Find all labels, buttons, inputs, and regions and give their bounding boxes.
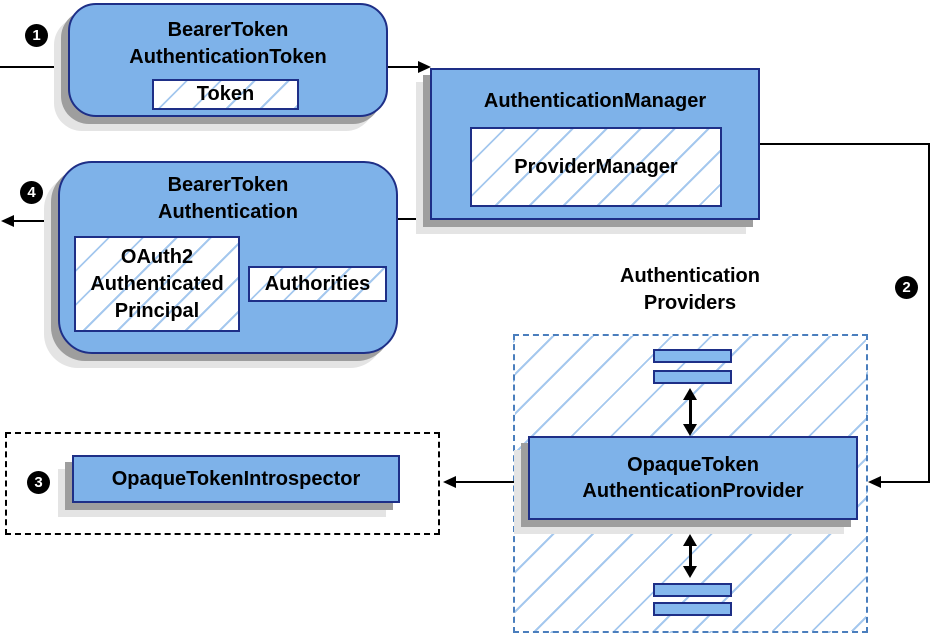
authentication-out-line	[13, 220, 58, 222]
authentication-manager-node: AuthenticationManager ProviderManager	[430, 68, 760, 220]
authorities-chip: Authorities	[248, 266, 387, 302]
authorities-chip-label: Authorities	[264, 272, 371, 295]
step-3-number: 3	[34, 474, 43, 491]
step-1-badge: 1	[25, 24, 48, 47]
provider-list-bar-icon	[653, 370, 732, 384]
opaque-token-authentication-provider-node: OpaqueToken AuthenticationProvider	[528, 436, 858, 520]
step-4-number: 4	[27, 184, 36, 201]
step-2-number: 2	[902, 279, 911, 296]
manager-to-providers-arrowhead-icon	[868, 476, 881, 488]
bearer-token-authentication-token-node: BearerToken AuthenticationToken Token	[68, 3, 388, 117]
bearer-token-authentication-title: BearerToken Authentication	[60, 172, 396, 226]
authentication-manager-title: AuthenticationManager	[483, 90, 707, 112]
provider-manager-chip-label: ProviderManager	[514, 155, 678, 178]
chip-line: Authenticated	[90, 272, 224, 295]
authentication-out-arrowhead-icon	[1, 215, 14, 227]
provider-list-top-arrow-shaft	[689, 399, 692, 425]
provider-list-bar-icon	[653, 349, 732, 363]
manager-to-providers-line-top	[760, 143, 930, 145]
token-to-manager-line	[388, 66, 420, 68]
step-3-badge: 3	[27, 471, 50, 494]
title-line: AuthenticationToken	[129, 46, 327, 68]
provider-list-top-arrow-down-icon	[683, 424, 697, 436]
provider-manager-chip: ProviderManager	[470, 127, 722, 207]
title-line: OpaqueToken	[627, 454, 759, 476]
manager-to-authentication-line	[398, 218, 432, 220]
provider-list-bar-icon	[653, 583, 732, 597]
heading-line: Authentication	[620, 265, 760, 287]
provider-to-introspector-arrowhead-icon	[443, 476, 456, 488]
provider-list-bottom-arrow-shaft	[689, 545, 692, 567]
provider-list-bar-icon	[653, 602, 732, 616]
authentication-providers-heading: Authentication Providers	[555, 263, 825, 317]
opaque-token-introspector-node: OpaqueTokenIntrospector	[72, 455, 400, 503]
bearer-token-authentication-node: BearerToken Authentication OAuth2 Authen…	[58, 161, 398, 354]
oauth2-authenticated-principal-chip: OAuth2 Authenticated Principal	[74, 236, 240, 332]
title-line: BearerToken	[167, 19, 289, 41]
title-line: AuthenticationProvider	[582, 480, 804, 502]
chip-line: OAuth2	[120, 245, 194, 268]
token-chip: Token	[152, 79, 299, 110]
step-2-badge: 2	[895, 276, 918, 299]
chip-line: Principal	[114, 299, 200, 322]
token-chip-label: Token	[196, 83, 255, 105]
token-to-manager-arrowhead-icon	[418, 61, 431, 73]
step-1-number: 1	[32, 27, 41, 44]
provider-list-bottom-arrow-up-icon	[683, 534, 697, 546]
heading-line: Providers	[643, 292, 737, 314]
provider-to-introspector-line	[455, 481, 528, 483]
incoming-request-line	[0, 66, 68, 68]
provider-list-bottom-arrow-down-icon	[683, 566, 697, 578]
manager-to-providers-line-vertical	[928, 143, 930, 483]
provider-list-top-arrow-up-icon	[683, 388, 697, 400]
opaque-token-introspector-container	[5, 432, 440, 535]
title-line: BearerToken	[167, 174, 289, 196]
manager-to-providers-line-bottom	[881, 481, 930, 483]
opaque-token-introspector-label: OpaqueTokenIntrospector	[111, 467, 361, 490]
step-4-badge: 4	[20, 181, 43, 204]
bearer-token-authentication-token-title: BearerToken AuthenticationToken	[70, 17, 386, 71]
title-line: Authentication	[158, 201, 298, 223]
